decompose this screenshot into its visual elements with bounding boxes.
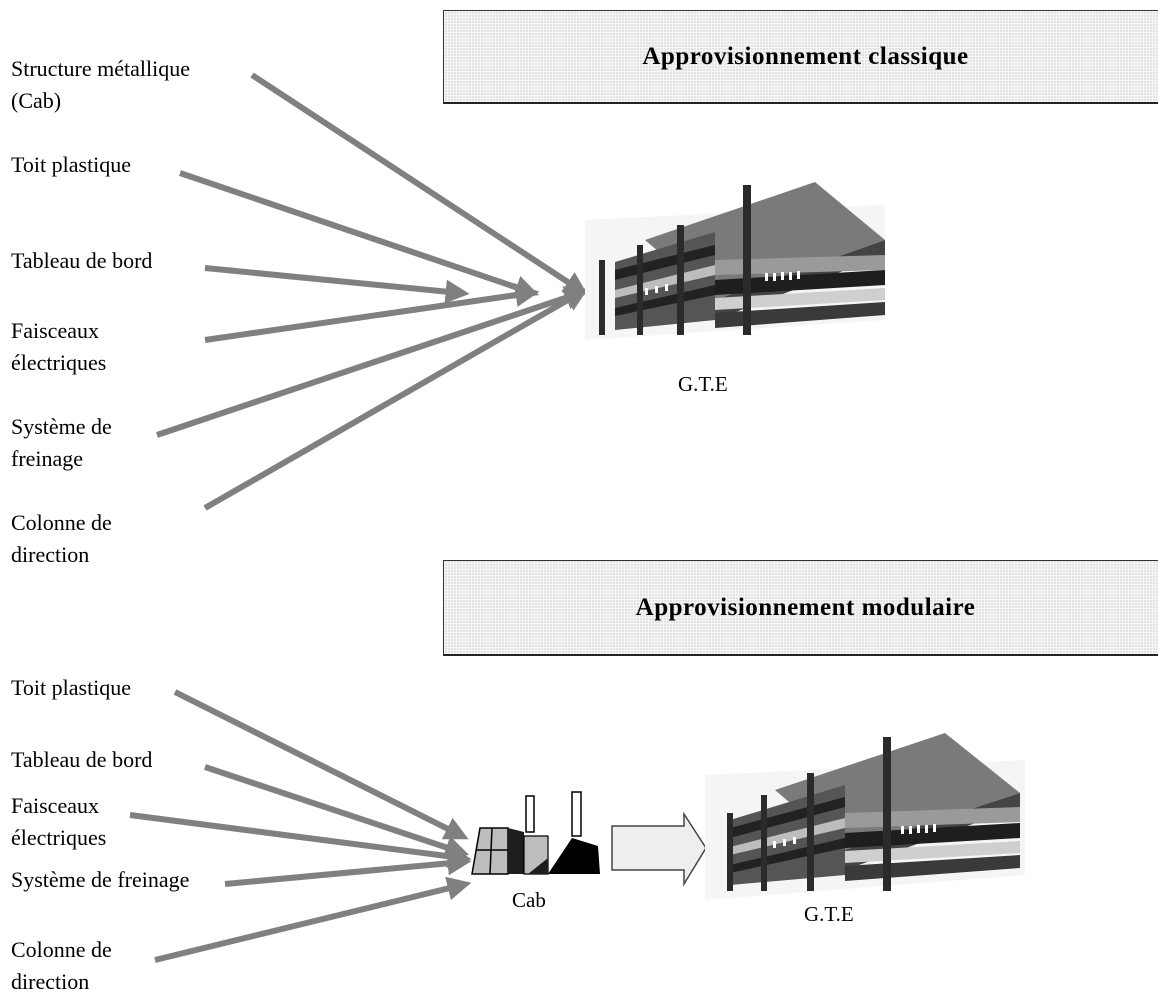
mod-component-faisceaux: Faisceaux électriques [11,793,107,850]
component-colonne: Colonne de direction [11,510,112,567]
arrow-freinage [156,286,590,438]
component-freinage: Système de freinage [11,414,112,471]
component-tableau-de-bord: Tableau de bord [11,248,153,273]
arrow-structure-metallique [250,72,589,296]
factory-label: Cab [512,888,546,912]
big-arrow [611,811,707,887]
mod-component-toit-plastique: Toit plastique [11,675,132,700]
mod-component-colonne: Colonne de direction [11,937,112,994]
building-label-modulaire: G.T.E [804,902,854,926]
title-modulaire: Approvisionnement modulaire [635,593,976,621]
component-faisceaux: Faisceaux électriques [11,318,107,375]
mod-component-freinage: Système de freinage [11,867,190,892]
arrow-toit-plastique [179,170,540,299]
arrow-mod-tableau [204,764,470,859]
building-label-classique: G.T.E [678,372,728,396]
arrow-colonne [203,288,589,511]
component-toit-plastique: Toit plastique [11,152,132,177]
arrow-mod-freinage [224,851,472,887]
office-building-icon [585,182,885,340]
arrow-tableau-de-bord [204,265,470,304]
mod-component-tableau-de-bord: Tableau de bord [11,747,153,772]
title-box-classique: Approvisionnement classique [443,10,1158,104]
arrow-mod-faisceaux [129,812,472,869]
factory-icon [471,791,600,875]
arrow-mod-colonne [154,876,472,963]
title-box-modulaire: Approvisionnement modulaire [443,560,1158,656]
office-building-icon [705,733,1025,900]
arrow-mod-toit [173,689,469,840]
component-structure-metallique: Structure métallique (Cab) [11,56,190,113]
title-classique: Approvisionnement classique [642,42,969,70]
arrow-faisceaux [204,283,540,343]
